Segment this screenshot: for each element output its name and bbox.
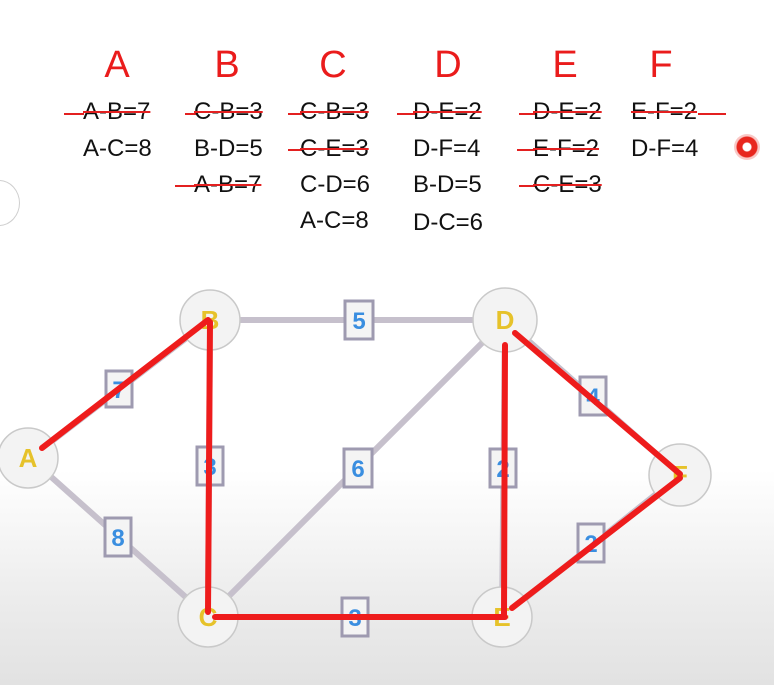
pointer-highlight-icon xyxy=(734,134,760,160)
mst-edge-a-b xyxy=(39,317,211,451)
edge-entry: C-E=3 xyxy=(533,171,602,198)
strike-extension xyxy=(519,113,535,115)
edge-entry: C-B=3 xyxy=(300,98,369,125)
column-header-f: F xyxy=(649,44,673,86)
strike-extension xyxy=(288,149,302,151)
column-header-a: A xyxy=(104,44,130,86)
edge-entry: A-B=7 xyxy=(83,98,151,125)
edge-entry: C-B=3 xyxy=(194,98,263,125)
strike-extension xyxy=(698,113,726,115)
edge-entry: E-F=2 xyxy=(631,98,698,125)
strike-extension xyxy=(64,113,84,115)
column-header-d: D xyxy=(434,44,462,86)
strike-extension xyxy=(397,113,415,115)
strike-extension xyxy=(519,185,535,187)
svg-text:5: 5 xyxy=(352,308,365,335)
edge-entry: D-F=4 xyxy=(631,135,699,162)
column-header-e: E xyxy=(552,44,578,86)
edge-entry: A-C=8 xyxy=(300,207,369,234)
svg-text:6: 6 xyxy=(351,456,364,483)
edge-entry: B-D=5 xyxy=(194,135,263,162)
strike-extension xyxy=(288,113,302,115)
mst-edge-d-f xyxy=(512,330,683,477)
edge-entry: A-C=8 xyxy=(83,135,152,162)
svg-text:8: 8 xyxy=(111,525,124,552)
mst-edge-e-f xyxy=(509,475,683,611)
column-header-c: C xyxy=(319,44,347,86)
edge-entry: E-F=2 xyxy=(533,135,600,162)
mst-edge-d-e xyxy=(501,342,508,620)
weight-b-d: 5 xyxy=(343,299,375,341)
strike-extension xyxy=(185,113,197,115)
edge-entry: C-D=6 xyxy=(300,171,371,198)
edge-entry: D-C=6 xyxy=(413,209,484,236)
edge-entry: D-E=2 xyxy=(413,98,482,125)
mst-edge-b-c xyxy=(205,319,213,615)
edge-entry: D-E=2 xyxy=(533,98,602,125)
node-label-c: C xyxy=(199,602,218,632)
node-label-d: D xyxy=(496,305,515,335)
weight-a-c: 8 xyxy=(103,516,133,558)
strike-extension xyxy=(175,185,197,187)
weight-c-d: 6 xyxy=(342,447,374,489)
edge-entry: A-B=7 xyxy=(194,171,262,198)
node-a: A xyxy=(0,427,59,489)
strike-extension xyxy=(517,149,535,151)
edge-entry: C-E=3 xyxy=(300,135,369,162)
edge-entry: D-F=4 xyxy=(413,135,481,162)
edge-entry: B-D=5 xyxy=(413,171,482,198)
column-header-b: B xyxy=(214,44,240,86)
node-c: C xyxy=(177,586,239,648)
node-label-a: A xyxy=(19,443,38,473)
